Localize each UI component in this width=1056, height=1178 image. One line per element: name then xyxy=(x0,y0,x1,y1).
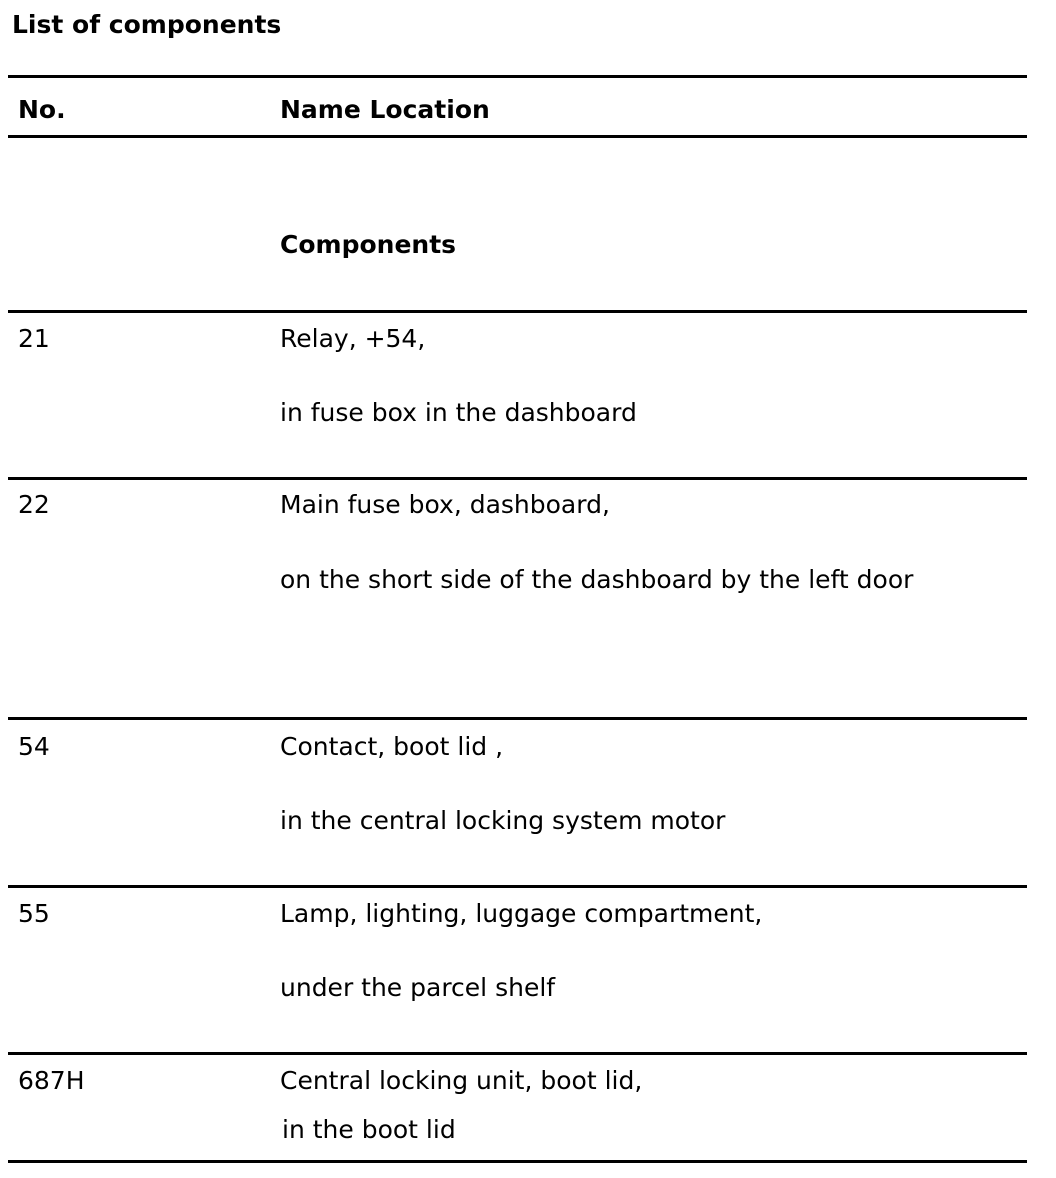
table-top-rule xyxy=(8,75,1027,78)
row-divider xyxy=(8,310,1027,313)
row-divider xyxy=(8,885,1027,888)
row-divider xyxy=(8,477,1027,480)
row-number: 22 xyxy=(18,490,50,519)
header-no: No. xyxy=(18,95,66,124)
section-heading-components: Components xyxy=(280,230,457,259)
row-number: 687H xyxy=(18,1066,85,1095)
row-number: 21 xyxy=(18,324,50,353)
row-location: under the parcel shelf xyxy=(280,973,556,1002)
table-bottom-rule xyxy=(8,1160,1027,1163)
document-title: List of components xyxy=(12,10,282,39)
row-location: in the central locking system motor xyxy=(280,806,726,835)
row-name: Lamp, lighting, luggage compartment, xyxy=(280,899,763,928)
row-location: in fuse box in the dashboard xyxy=(280,398,637,427)
row-number: 54 xyxy=(18,732,50,761)
row-name: Central locking unit, boot lid, xyxy=(280,1066,643,1095)
row-location: on the short side of the dashboard by th… xyxy=(280,565,914,594)
row-name: Relay, +54, xyxy=(280,324,426,353)
row-divider xyxy=(8,717,1027,720)
row-divider xyxy=(8,1052,1027,1055)
row-number: 55 xyxy=(18,899,50,928)
row-name: Main fuse box, dashboard, xyxy=(280,490,610,519)
header-bottom-rule xyxy=(8,135,1027,138)
row-location: in the boot lid xyxy=(282,1115,456,1144)
row-name: Contact, boot lid , xyxy=(280,732,504,761)
header-name-location: Name Location xyxy=(280,95,490,124)
